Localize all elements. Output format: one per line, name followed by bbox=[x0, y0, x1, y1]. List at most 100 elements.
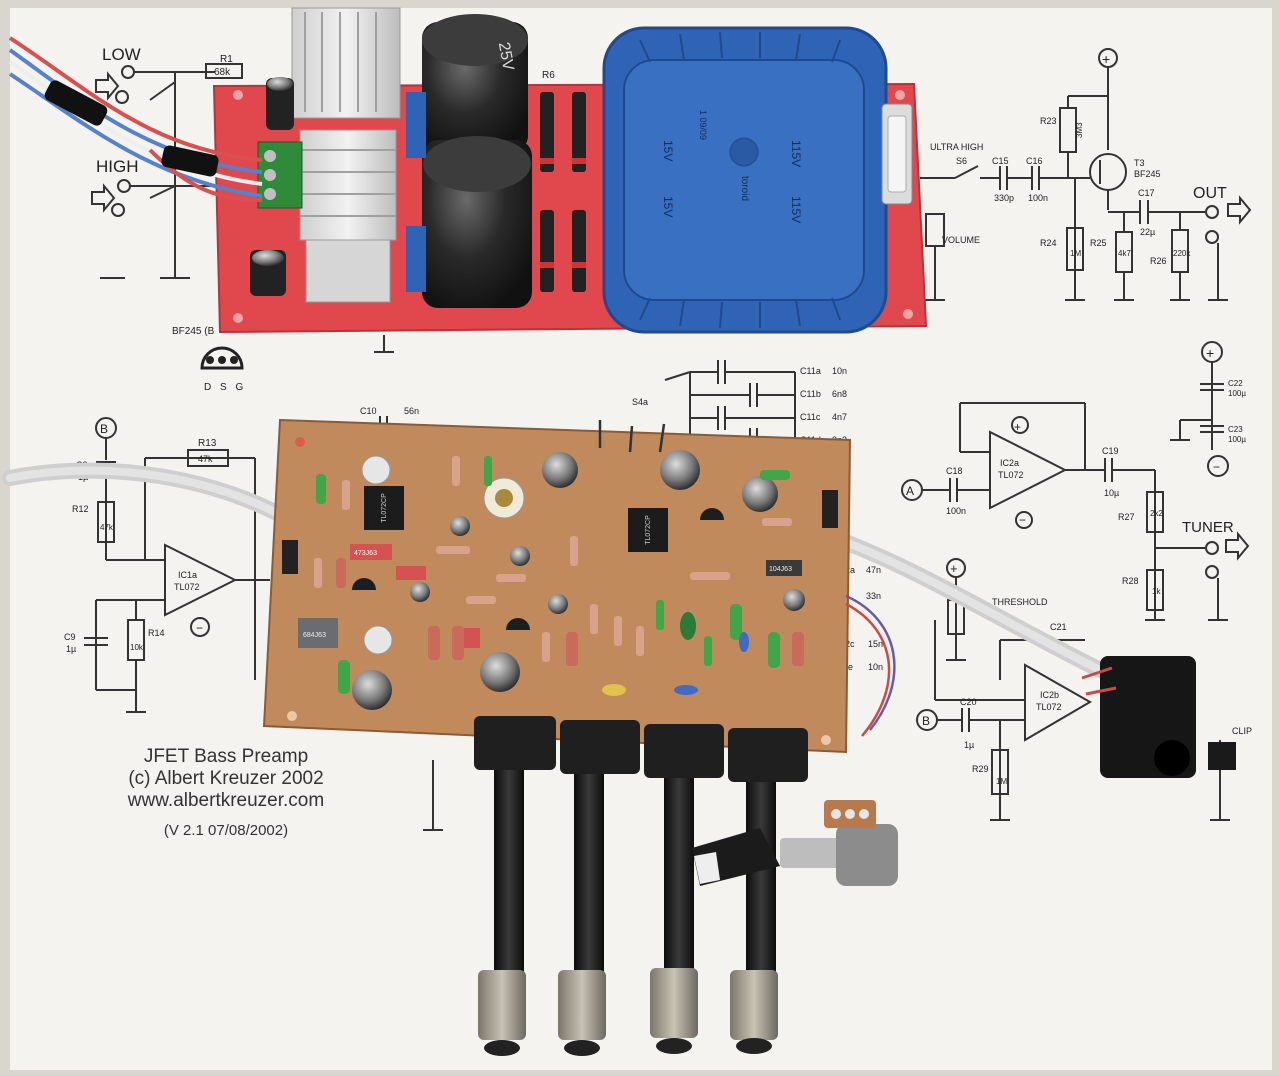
label-r23: R23 bbox=[1040, 116, 1057, 126]
box-capacitor-3: 473J63 bbox=[350, 544, 392, 560]
terminal-block bbox=[257, 141, 303, 209]
label-c19: C19 bbox=[1102, 446, 1119, 456]
credit-url: www.albertkreuzer.com bbox=[127, 789, 325, 811]
label-c11c: C11c bbox=[800, 412, 821, 422]
box-capacitor-1-marking: 684J63 bbox=[303, 632, 326, 639]
label-c9-value: 1µ bbox=[66, 644, 76, 654]
minus-symbol-1: − bbox=[1019, 513, 1026, 527]
preamp-electrolytics bbox=[352, 450, 805, 710]
psu-diodes bbox=[540, 92, 586, 292]
box-capacitor-2-marking: 104J63 bbox=[769, 566, 792, 573]
schematic-lines-top-left bbox=[100, 63, 394, 353]
label-c17-value: 22µ bbox=[1140, 227, 1155, 237]
plus-symbol-1: + bbox=[1102, 51, 1110, 67]
label-volume: VOLUME bbox=[942, 235, 980, 245]
label-cap-33n: 33n bbox=[866, 591, 881, 601]
preamp-transistors bbox=[352, 508, 724, 630]
label-c20-value: 1µ bbox=[964, 740, 974, 750]
label-r25: R25 bbox=[1090, 238, 1107, 248]
pot-1 bbox=[474, 716, 556, 1056]
label-ultra-high: ULTRA HIGH bbox=[930, 142, 983, 152]
psu-large-capacitors: 25V bbox=[422, 14, 532, 308]
label-ic2b-value: TL072 bbox=[1036, 702, 1062, 712]
trimmer-pot bbox=[483, 477, 525, 519]
label-c18-value: 100n bbox=[946, 506, 966, 516]
transformer-marking-1: 115V bbox=[789, 140, 803, 167]
plus-symbol-4: + bbox=[950, 561, 958, 576]
label-r12: R12 bbox=[72, 504, 89, 514]
label-c23: C23 bbox=[1228, 425, 1243, 434]
heatsink-2 bbox=[299, 129, 397, 303]
ic-chip-1-marking: TL072CP bbox=[381, 493, 388, 523]
input-cable-highlight bbox=[6, 466, 294, 524]
label-r14-value: 10k bbox=[130, 643, 144, 652]
label-ic2a-value: TL072 bbox=[998, 470, 1024, 480]
label-ic2a: IC2a bbox=[1000, 458, 1019, 468]
psu-film-cap-1 bbox=[406, 92, 426, 158]
label-t3-value: BF245 bbox=[1134, 169, 1161, 179]
minus-symbol-2: − bbox=[1213, 460, 1220, 474]
transformer-marking-3: 15V bbox=[661, 140, 675, 161]
label-cap-10n: 10n bbox=[868, 662, 883, 672]
heatshrink-1 bbox=[44, 80, 108, 126]
label-r12-value: 47k bbox=[100, 523, 114, 532]
selector-wires bbox=[598, 420, 896, 737]
label-t3: T3 bbox=[1134, 158, 1145, 168]
label-clip: CLIP bbox=[1232, 726, 1252, 736]
transformer-marking-6: 1 09/09 bbox=[698, 110, 708, 140]
label-c19-value: 10µ bbox=[1104, 488, 1119, 498]
label-c11b-value: 6n8 bbox=[832, 389, 847, 399]
label-r29: R29 bbox=[972, 764, 989, 774]
label-c23-value: 100µ bbox=[1228, 435, 1246, 444]
blue-ceramic-cap-2 bbox=[739, 632, 749, 652]
credit-block: JFET Bass Preamp (c) Albert Kreuzer 2002… bbox=[96, 746, 356, 839]
output-jack bbox=[1081, 656, 1236, 778]
box-capacitor-4 bbox=[396, 566, 426, 580]
label-r27-value: 2k2 bbox=[1150, 509, 1163, 518]
label-c21: C21 bbox=[1050, 622, 1067, 632]
label-c16-value: 100n bbox=[1028, 193, 1048, 203]
label-c2a: 2a bbox=[845, 565, 855, 575]
toroidal-transformer: 115V 115V 15V 15V toroid 1 09/09 bbox=[602, 26, 888, 334]
label-c15: C15 bbox=[992, 156, 1009, 166]
label-c11a-value: 10n bbox=[832, 366, 847, 376]
box-capacitor-3-marking: 473J63 bbox=[354, 550, 377, 557]
label-r24-value: 1M bbox=[1070, 249, 1081, 258]
label-c15-value: 330p bbox=[994, 193, 1014, 203]
label-r6: R6 bbox=[542, 70, 555, 81]
credit-copyright: (c) Albert Kreuzer 2002 bbox=[128, 767, 324, 789]
label-c2c: 2c bbox=[845, 639, 855, 649]
panel-pot-terminals bbox=[824, 800, 876, 828]
input-arrows bbox=[91, 71, 120, 213]
label-r29-value: 1M bbox=[996, 777, 1007, 786]
pot-3 bbox=[644, 724, 724, 1054]
label-c22: C22 bbox=[1228, 379, 1243, 388]
heatshrink-2 bbox=[161, 145, 219, 177]
label-r27: R27 bbox=[1118, 512, 1135, 522]
schematic-lines-mid-left bbox=[84, 416, 443, 831]
label-r23-value: 3M3 bbox=[1075, 122, 1084, 138]
pot-2 bbox=[558, 720, 640, 1056]
label-c10: C10 bbox=[360, 406, 377, 416]
psu-small-capacitors bbox=[250, 77, 294, 296]
label-out: OUT bbox=[1193, 185, 1227, 202]
rotary-knob bbox=[692, 824, 898, 886]
label-r24: R24 bbox=[1040, 238, 1057, 248]
label-b-node-2: B bbox=[922, 714, 930, 728]
label-high: HIGH bbox=[96, 157, 139, 176]
schematic-lines-mid-right bbox=[901, 341, 1250, 621]
pot-4 bbox=[728, 728, 808, 1054]
label-c22-value: 100µ bbox=[1228, 389, 1246, 398]
capacitor-marking: 25V bbox=[495, 41, 517, 72]
fuse-holder bbox=[881, 103, 913, 205]
label-c10-value: 56n bbox=[404, 406, 419, 416]
box-capacitor-2: 104J63 bbox=[766, 560, 802, 576]
label-ic1a: IC1a bbox=[178, 570, 197, 580]
label-tuner: TUNER bbox=[1182, 519, 1234, 536]
output-cable-highlight bbox=[836, 536, 1104, 674]
ic-chip-1: TL072CP bbox=[364, 486, 404, 530]
preamp-board: TL072CP TL072CP 684J63 104J63 473J63 bbox=[262, 418, 896, 754]
label-c17: C17 bbox=[1138, 188, 1155, 198]
heatsink-1 bbox=[291, 7, 401, 119]
